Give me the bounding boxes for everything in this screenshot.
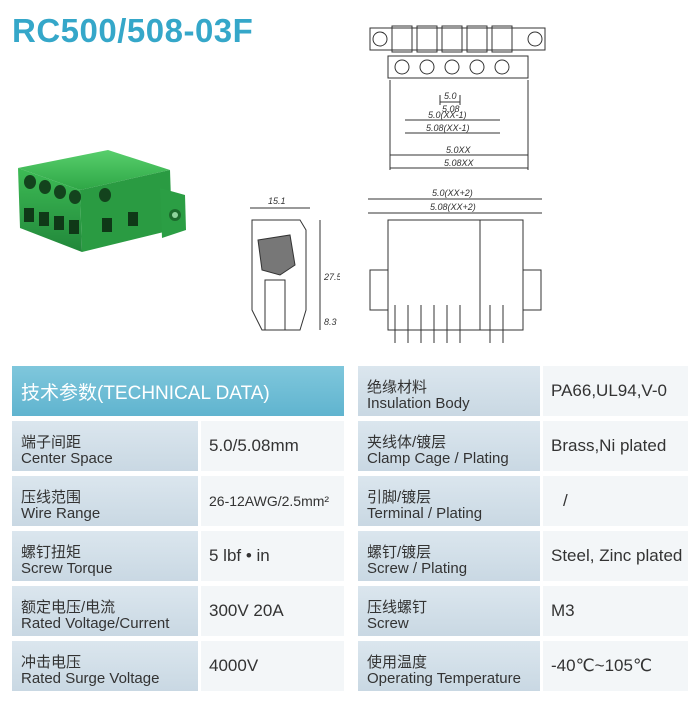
spec-label: 冲击电压 Rated Surge Voltage	[12, 641, 198, 691]
spec-label: 端子间距 Center Space	[12, 421, 198, 471]
spec-value-text: PA66,UL94,V-0	[551, 381, 667, 400]
spec-label-en: Screw Torque	[21, 560, 113, 577]
spec-label: 压线螺钉 Screw	[358, 586, 540, 636]
dim-label: 15.1	[268, 196, 286, 206]
spec-label: 夹线体/镀层 Clamp Cage / Plating	[358, 421, 540, 471]
spec-value-text: 5.0/5.08mm	[209, 436, 299, 455]
top-view-drawing: 5.0 5.08 5.0(XX-1) 5.08(XX-1) 5.0XX 5.08…	[360, 20, 560, 175]
spec-label: 螺钉/镀层 Screw / Plating	[358, 531, 540, 581]
product-photo	[18, 150, 186, 252]
dim-label: 5.08	[442, 104, 460, 114]
dim-label: 8.3	[324, 317, 337, 327]
spec-label: 额定电压/电流 Rated Voltage/Current	[12, 586, 198, 636]
spec-label-cn: 端子间距	[21, 434, 82, 451]
spec-label: 使用温度 Operating Temperature	[358, 641, 540, 691]
spec-label: 螺钉扭矩 Screw Torque	[12, 531, 198, 581]
spec-value: 26-12AWG/2.5mm²	[201, 476, 344, 526]
front-view-drawing: 5.0(XX+2) 5.08(XX+2)	[360, 188, 550, 345]
spec-label-en: Insulation Body	[367, 395, 470, 412]
spec-label: 引脚/镀层 Terminal / Plating	[358, 476, 540, 526]
spec-value: -40℃~105℃	[543, 641, 688, 691]
spec-label-en: Terminal / Plating	[367, 505, 483, 522]
dim-label: 27.5	[323, 272, 340, 282]
spec-label-cn: 压线螺钉	[367, 599, 428, 616]
table-header: 技术参数(TECHNICAL DATA)	[12, 366, 344, 416]
spec-label: 压线范围 Wire Range	[12, 476, 198, 526]
spec-value: /	[543, 476, 688, 526]
spec-label-en: Rated Surge Voltage	[21, 670, 160, 687]
spec-value: PA66,UL94,V-0	[543, 366, 688, 416]
spec-value-text: M3	[551, 601, 575, 620]
spec-value-text: Brass,Ni plated	[551, 436, 667, 455]
spec-label-en: Screw	[367, 615, 409, 632]
spec-value: 5.0/5.08mm	[201, 421, 344, 471]
spec-label-en: Rated Voltage/Current	[21, 615, 170, 632]
spec-value-text: 300V 20A	[209, 601, 284, 620]
spec-label-cn: 绝缘材料	[367, 379, 428, 396]
spec-value: 5 lbf • in	[201, 531, 344, 581]
side-view-drawing: 15.1 27.5 8.3	[240, 196, 340, 350]
spec-value-text: /	[563, 491, 568, 510]
dim-label: 5.0XX	[446, 145, 472, 155]
dim-label: 5.0(XX+2)	[432, 188, 473, 198]
dim-label: 5.08XX	[444, 158, 475, 168]
technical-data-table: 技术参数(TECHNICAL DATA) 端子间距 Center Space 5…	[12, 366, 688, 700]
product-title: RC500/508-03F	[12, 12, 254, 49]
spec-value-text: 26-12AWG/2.5mm²	[209, 493, 330, 509]
spec-label-en: Center Space	[21, 450, 113, 467]
spec-label-cn: 额定电压/电流	[21, 599, 116, 616]
spec-value-text: 5 lbf • in	[209, 546, 270, 565]
spec-label-cn: 使用温度	[367, 654, 428, 671]
spec-label-en: Wire Range	[21, 505, 101, 522]
dim-label: 5.0(XX-1)	[428, 110, 467, 120]
spec-value: 4000V	[201, 641, 344, 691]
spec-label-en: Operating Temperature	[367, 670, 521, 687]
spec-value-text: Steel, Zinc plated	[551, 546, 683, 565]
dim-label: 5.0	[444, 91, 457, 101]
spec-value: Steel, Zinc plated	[543, 531, 688, 581]
spec-label-cn: 螺钉扭矩	[21, 544, 82, 561]
spec-value: Brass,Ni plated	[543, 421, 688, 471]
table-header-text: 技术参数(TECHNICAL DATA)	[21, 382, 270, 404]
spec-label-cn: 螺钉/镀层	[367, 544, 432, 561]
spec-label-en: Clamp Cage / Plating	[367, 450, 509, 467]
spec-value-text: 4000V	[209, 656, 259, 675]
dim-label: 5.08(XX+2)	[430, 202, 476, 212]
spec-label-cn: 引脚/镀层	[367, 489, 432, 506]
spec-label: 绝缘材料 Insulation Body	[358, 366, 540, 416]
spec-label-en: Screw / Plating	[367, 560, 468, 577]
spec-label-cn: 冲击电压	[21, 654, 82, 671]
spec-value-text: -40℃~105℃	[551, 656, 653, 675]
spec-label-cn: 压线范围	[21, 489, 82, 506]
spec-value: 300V 20A	[201, 586, 344, 636]
dim-label: 5.08(XX-1)	[426, 123, 470, 133]
spec-label-cn: 夹线体/镀层	[367, 434, 447, 451]
spec-value: M3	[543, 586, 688, 636]
